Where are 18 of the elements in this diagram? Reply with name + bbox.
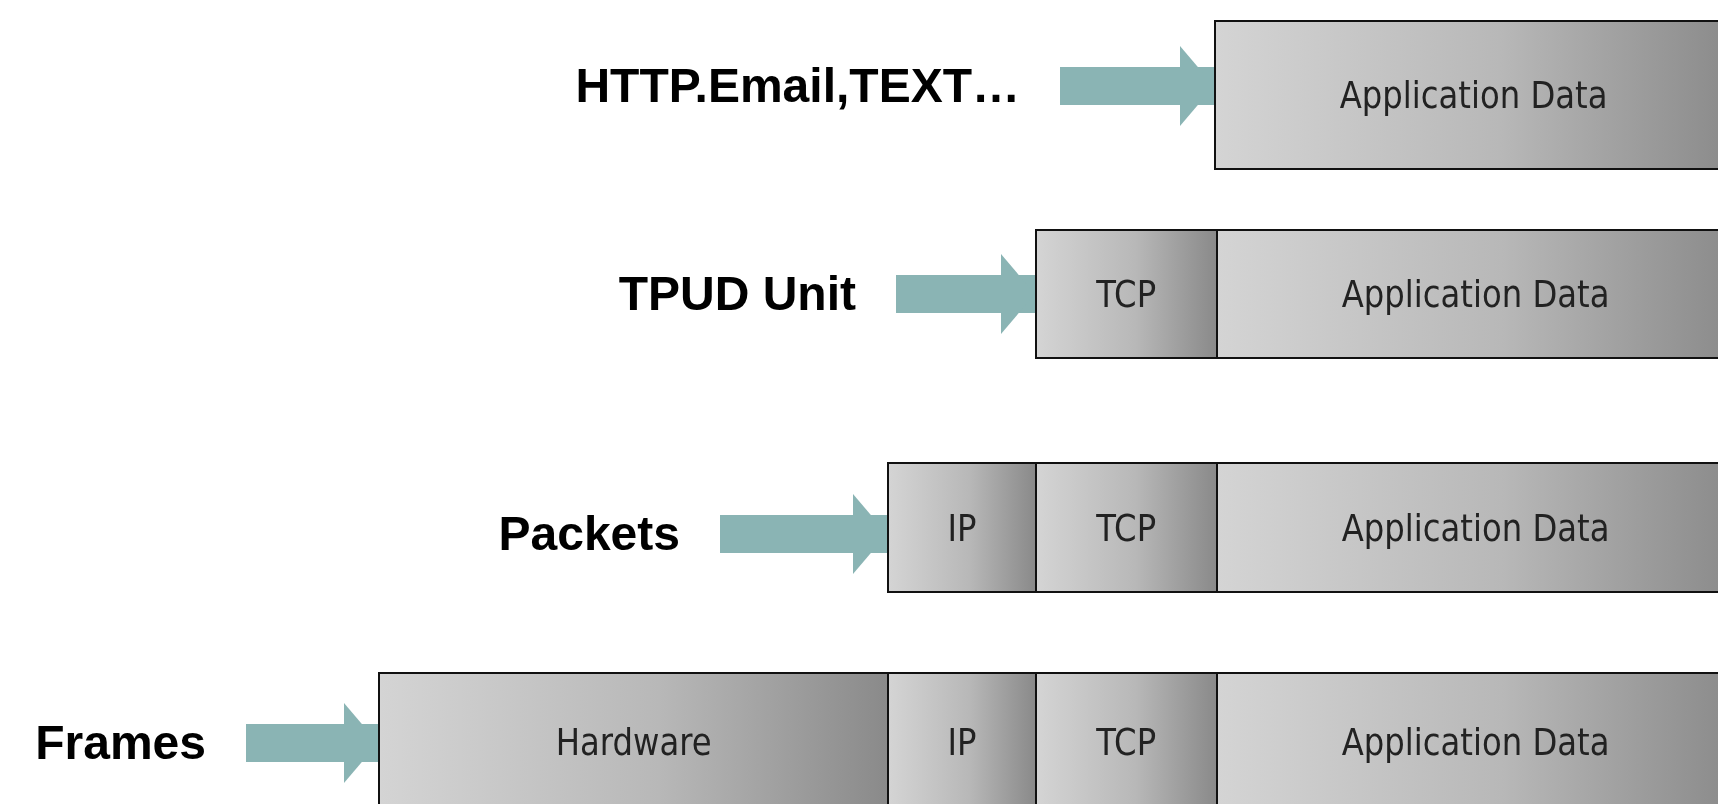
layer-label: Frames [12, 715, 206, 771]
header-field: TCP [1035, 462, 1218, 593]
header-field: IP [887, 672, 1037, 804]
header-field: TCP [1035, 672, 1218, 804]
arrow [246, 703, 378, 783]
arrow [896, 254, 1035, 334]
layer-label: HTTP.Email,TEXT… [520, 58, 1020, 114]
arrow [1060, 46, 1214, 126]
arrow [720, 494, 887, 574]
header-field: IP [887, 462, 1037, 593]
layer-label: TPUD Unit [586, 266, 856, 322]
header-field: Application Data [1214, 20, 1718, 170]
header-field: Application Data [1216, 229, 1718, 359]
header-field: Hardware [378, 672, 889, 804]
header-field: TCP [1035, 229, 1218, 359]
layer-label: Packets [475, 506, 680, 562]
header-field: Application Data [1216, 672, 1718, 804]
header-field: Application Data [1216, 462, 1718, 593]
